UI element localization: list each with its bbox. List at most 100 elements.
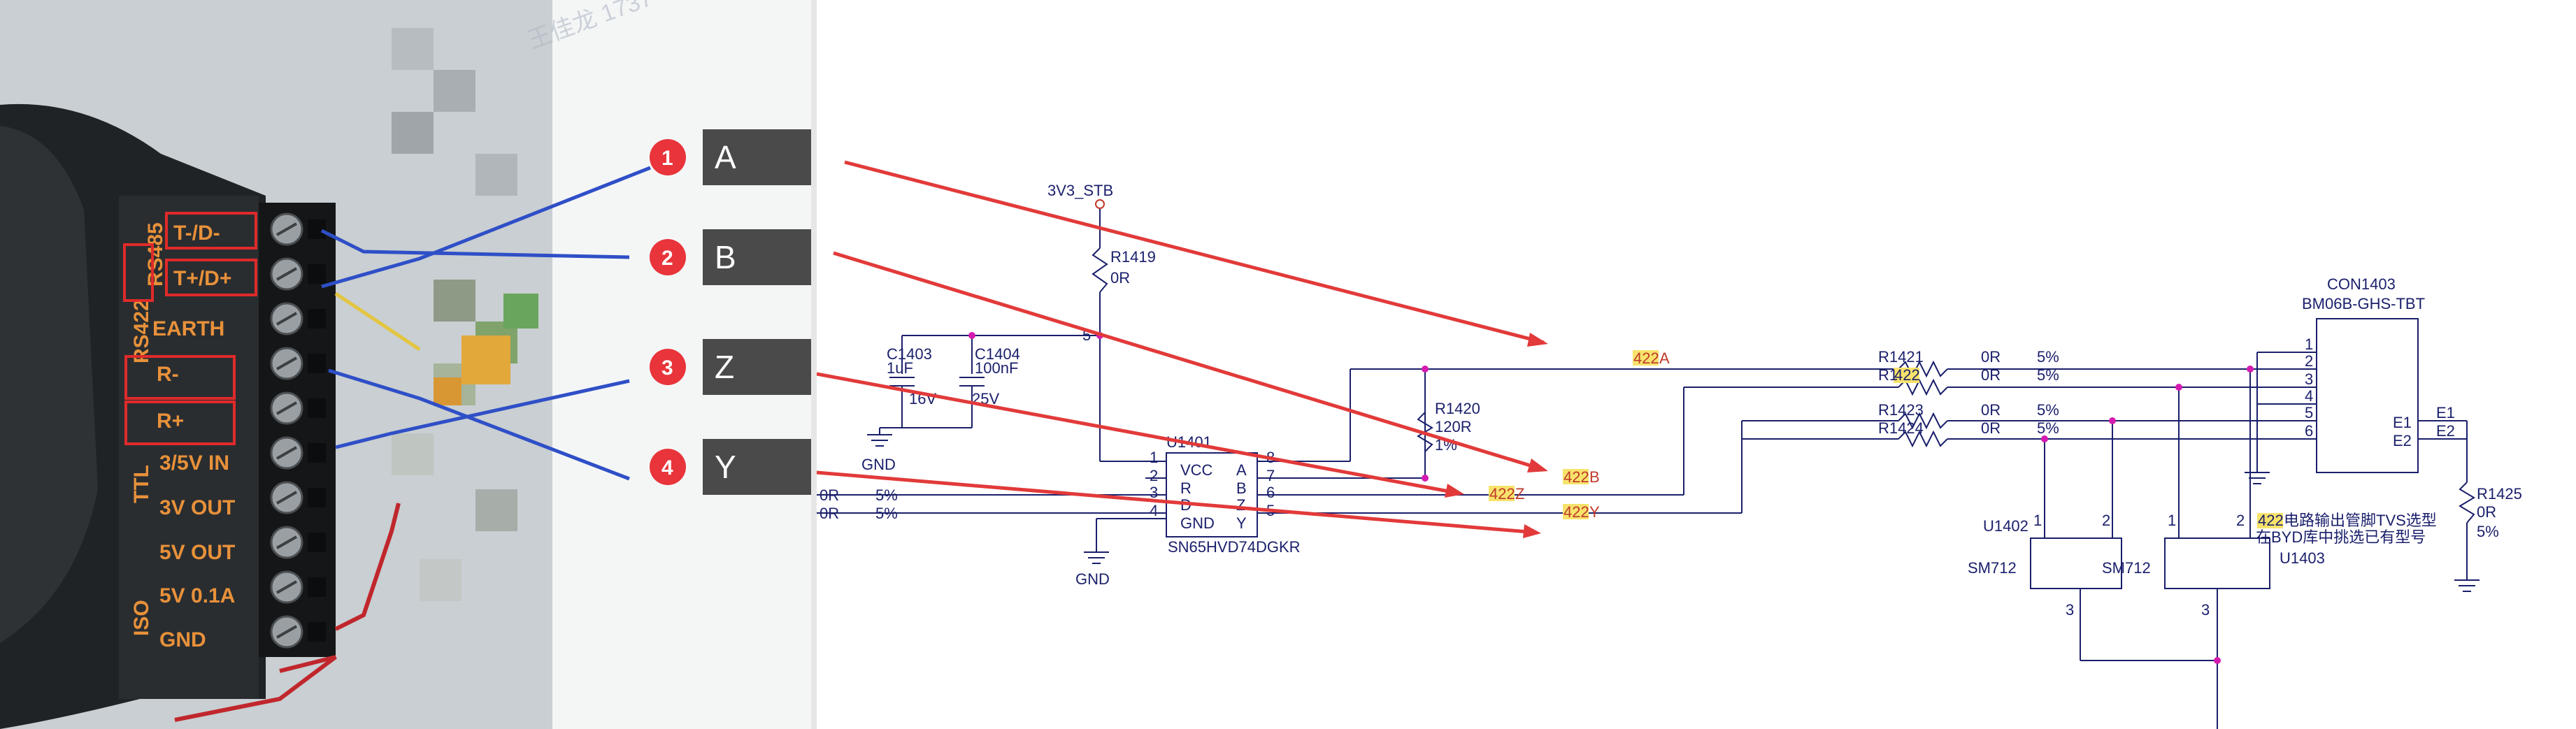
r1424-ref: R1424 [1878, 419, 1924, 437]
callout-box [703, 339, 811, 395]
r1425-value: 0R [2477, 503, 2496, 521]
r1420-ref: R1420 [1435, 400, 1480, 417]
callout-label: Z [715, 349, 734, 385]
screw-slot [276, 356, 297, 370]
u1403-ref: U1403 [2280, 549, 2325, 567]
r1421-tol: 5% [2037, 348, 2059, 366]
callout-number: 1 [661, 147, 673, 170]
callout-number: 2 [661, 247, 673, 270]
input-res-1-tol: 5% [875, 486, 898, 504]
c1404-ref: C1404 [975, 345, 1020, 363]
r1422-value: 0R [1981, 366, 2001, 384]
u1401-pin-name: GND [1180, 514, 1215, 532]
con-extra-e2: E2 [2393, 432, 2412, 449]
r1422-ref-highlight: 422 [1894, 366, 1920, 384]
r1421-ref: R1421 [1878, 348, 1924, 366]
terminal-label-earth: EARTH [152, 317, 224, 340]
photo-divider [811, 0, 817, 729]
callout-badge [650, 139, 686, 175]
module-side [0, 126, 98, 643]
terminal-label-5v-out: 5V OUT [159, 541, 235, 564]
annotation-arrows [817, 160, 1545, 535]
side-label-rs422: RS422 [130, 299, 153, 363]
wire-port [308, 354, 326, 373]
terminal-label-r-minus: R- [157, 363, 179, 386]
u1401-pin-name: R [1180, 479, 1192, 497]
net-suffix: A [1659, 349, 1670, 367]
callout-label: A [715, 139, 736, 175]
callout-lines [320, 166, 651, 481]
r1422-ref-prefix: R1 [1878, 366, 1898, 384]
red-wire [334, 503, 401, 631]
r1423-tol: 5% [2037, 401, 2059, 419]
callout-number: 4 [661, 456, 673, 479]
u1401-pin-num: 2 [1150, 467, 1158, 484]
wire-port [308, 219, 326, 239]
net-highlight [1489, 486, 1515, 501]
screw-slot [276, 625, 297, 639]
input-res-2-tol: 5% [875, 505, 898, 522]
screw-slot [276, 312, 297, 326]
net-prefix: 422 [1633, 349, 1659, 367]
net-highlight [1633, 350, 1659, 366]
wires [817, 208, 2480, 729]
gnd-label-ic: GND [1075, 570, 1110, 588]
callout-badge [650, 239, 686, 275]
con1403-pin: 4 [2305, 387, 2313, 405]
label-panel [119, 196, 259, 699]
callout-badge [650, 349, 686, 385]
side-label-ttl: TTL [130, 465, 153, 503]
screw-slot [276, 222, 297, 236]
u1401-pin-name: A [1236, 461, 1247, 479]
u1401-pin-num: 3 [1150, 484, 1158, 501]
note-highlight-text: 422 [2258, 512, 2284, 529]
wire-port [308, 533, 326, 552]
note-highlight [2257, 513, 2283, 528]
net-highlight [1563, 504, 1589, 519]
screw-slot [276, 535, 297, 549]
r1422-tol: 5% [2037, 366, 2059, 384]
terminal-label-5v-0-1a: 5V 0.1A [159, 584, 235, 607]
u1401-pin-name: Y [1236, 514, 1247, 532]
con1403-pin: 5 [2305, 404, 2313, 421]
callout-label: B [715, 239, 736, 275]
power-symbol [1095, 199, 1105, 209]
net-prefix: 422 [1489, 485, 1515, 503]
terminal-label-r-plus: R+ [157, 410, 184, 433]
wire-port [308, 577, 326, 597]
red-wire-lower [174, 655, 337, 722]
input-res-1-value: 0R [820, 486, 839, 504]
screw-slot [276, 267, 297, 281]
screw-slot [276, 580, 297, 594]
screw-slot [276, 491, 297, 505]
con1403-part: BM06B-GHS-TBT [2302, 295, 2425, 312]
r1419-value: 0R [1110, 269, 1130, 287]
con1403-pin: 1 [2305, 335, 2313, 353]
callout-label: Y [715, 449, 736, 485]
net-suffix: Y [1589, 503, 1600, 521]
note-line-2: 在BYD库中挑选已有型号 [2256, 528, 2426, 546]
annotation-arrowheads [1445, 333, 1548, 538]
side-label-rs485: RS485 [144, 222, 167, 287]
net-suffix: Z [1515, 485, 1524, 503]
r1419-ref: R1419 [1110, 248, 1156, 266]
terminal-label-t-plus: T+/D+ [173, 267, 231, 290]
u1402-ref: U1402 [1983, 517, 2028, 535]
c1403-ref: C1403 [887, 345, 932, 363]
wire-port [308, 264, 326, 284]
u1402-pin: 3 [2066, 601, 2074, 619]
power-net-label: 3V3_STB [1047, 182, 1113, 199]
u1401-pin-num: 7 [1266, 467, 1275, 484]
wire-port [308, 443, 326, 463]
con1403-ref: CON1403 [2327, 275, 2396, 293]
callout-number: 3 [661, 356, 673, 380]
r1421-value: 0R [1981, 348, 2001, 366]
wire-port [308, 488, 326, 507]
callout-box [703, 229, 811, 285]
r1423-value: 0R [1981, 401, 2001, 419]
net-suffix: B [1589, 468, 1600, 486]
u1401-pin-name: B [1236, 479, 1247, 497]
